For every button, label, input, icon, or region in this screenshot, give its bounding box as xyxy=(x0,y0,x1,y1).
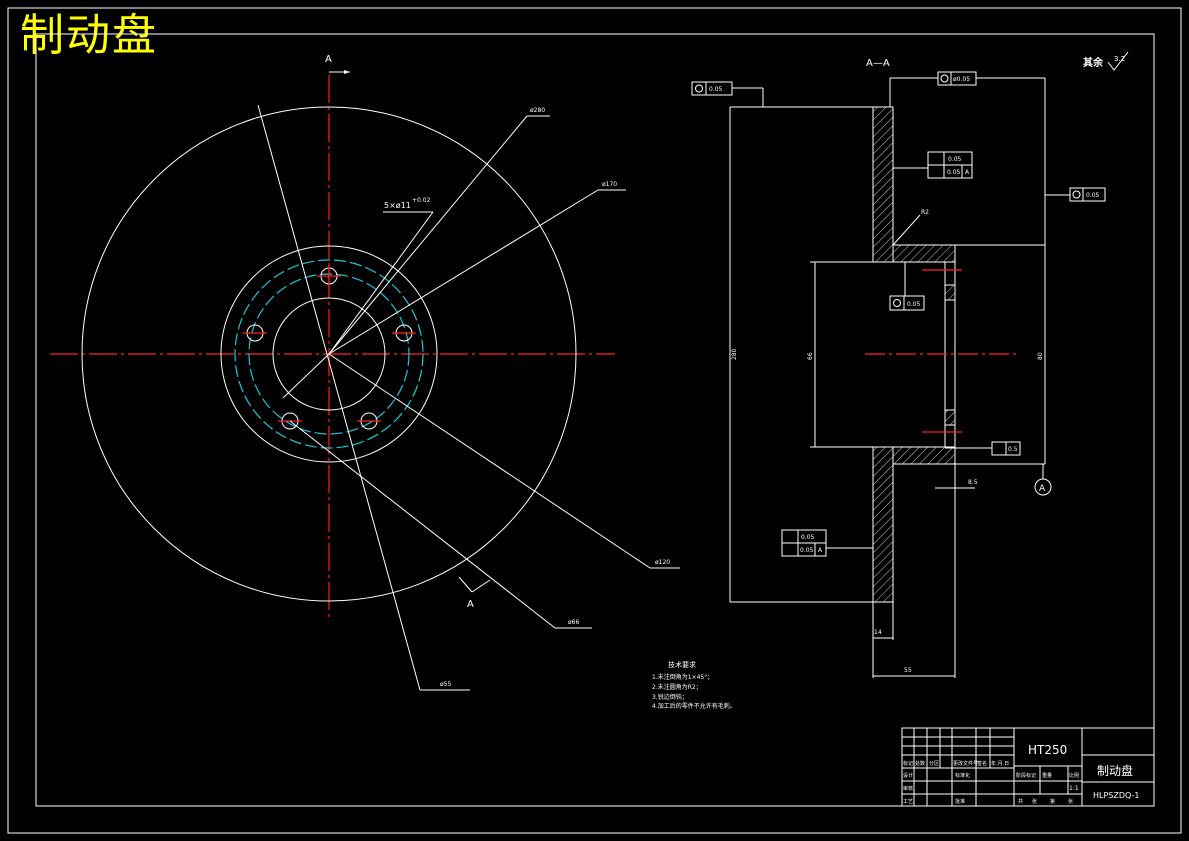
tech-item: 4.加工后的零件不允许有毛刺。 xyxy=(652,702,736,710)
svg-text:分区: 分区 xyxy=(929,760,939,767)
bolt-holes xyxy=(243,264,416,430)
svg-text:ø0.05: ø0.05 xyxy=(953,76,970,83)
dim-thickness: 14 xyxy=(874,629,882,636)
front-view: 5×ø11 +0.02 ø280 ø170 ø120 ø66 ø55 A A xyxy=(50,54,680,691)
drawing-number-label: HLPSZDQ-1 xyxy=(1093,791,1140,800)
svg-text:重量: 重量 xyxy=(1042,772,1052,779)
svg-text:0.05: 0.05 xyxy=(1086,192,1100,199)
svg-text:批准: 批准 xyxy=(955,798,965,805)
diameter-label: ø66 xyxy=(568,619,579,626)
diameter-label: ø170 xyxy=(602,181,617,188)
tech-heading: 技术要求 xyxy=(668,660,696,669)
dim-outer: 280 xyxy=(731,348,738,360)
diameter-label: ø120 xyxy=(655,559,670,566)
svg-text:A: A xyxy=(818,547,823,554)
dim-hub-depth: 8.5 xyxy=(968,479,978,486)
title-block: 标记 处数 分区 更改文件号 签名 年.月.日 设计 审核 工艺 标准化 批准 … xyxy=(901,727,1155,807)
svg-text:共: 共 xyxy=(1018,798,1023,805)
dim-hub-face: 80 xyxy=(1037,352,1044,360)
tech-item: 2.未注圆角为R2； xyxy=(652,683,702,691)
view-marker-bottom: A xyxy=(467,599,474,610)
hole-callout-tolerance: +0.02 xyxy=(412,197,431,204)
svg-text:0.05: 0.05 xyxy=(947,169,961,176)
tech-requirements: 技术要求 1.未注倒角为1×45°； 2.未注圆角为R2； 3.锐边倒钝； 4.… xyxy=(652,660,736,710)
svg-text:0.05: 0.05 xyxy=(907,301,921,308)
diameter-leaders xyxy=(257,104,680,691)
svg-text:第: 第 xyxy=(1050,798,1055,805)
datum-circle xyxy=(1034,478,1052,496)
svg-text:0.5: 0.5 xyxy=(1008,446,1018,453)
svg-text:A: A xyxy=(965,169,970,176)
svg-text:0.05: 0.05 xyxy=(801,534,815,541)
fcf-flatness-right: 0.5 xyxy=(991,441,1021,456)
dim-overall-width: 55 xyxy=(904,667,912,674)
outer-frame xyxy=(7,7,1182,834)
hub-outer-circle xyxy=(220,245,438,463)
svg-text:0.05: 0.05 xyxy=(709,86,723,93)
fcf-circularity-left: 0.05 xyxy=(691,81,733,96)
bolt-circle-outer xyxy=(234,259,424,449)
svg-text:更改文件号: 更改文件号 xyxy=(953,760,978,767)
tech-item: 3.锐边倒钝； xyxy=(652,693,688,701)
view-marker-top: A xyxy=(325,54,332,65)
svg-text:处数: 处数 xyxy=(915,760,925,767)
svg-text:标准化: 标准化 xyxy=(955,772,970,779)
svg-text:工艺: 工艺 xyxy=(903,799,913,805)
svg-text:0.05: 0.05 xyxy=(948,156,962,163)
svg-text:签名: 签名 xyxy=(977,760,987,767)
svg-text:比例: 比例 xyxy=(1069,772,1079,779)
svg-text:张: 张 xyxy=(1068,798,1073,805)
svg-text:0.05: 0.05 xyxy=(800,547,814,554)
outer-disc-circle xyxy=(81,106,577,602)
svg-text:审核: 审核 xyxy=(903,785,913,792)
fcf-circularity-right: 0.05 xyxy=(1069,187,1106,202)
inner-frame xyxy=(35,33,1155,807)
fcf-circularity-mid: 0.05 xyxy=(889,295,925,311)
dim-hub-bore: 66 xyxy=(807,352,814,360)
fcf-position: ø0.05 xyxy=(937,71,977,86)
material-label: HT250 xyxy=(1028,743,1067,757)
svg-text:设计: 设计 xyxy=(903,772,913,779)
fcf-upper-stack: 0.05 0.05 A xyxy=(927,151,973,179)
title-block-scale: 1:1 xyxy=(1069,785,1079,792)
diameter-label: ø280 xyxy=(530,107,545,114)
section-view: A—A xyxy=(691,51,1129,678)
hole-callout: 5×ø11 xyxy=(384,201,411,210)
svg-text:标记: 标记 xyxy=(903,760,913,767)
part-name-label: 制动盘 xyxy=(1097,763,1133,778)
svg-text:年.月.日: 年.月.日 xyxy=(991,760,1009,767)
center-bore-circle xyxy=(272,297,386,411)
tech-item: 1.未注倒角为1×45°； xyxy=(652,673,713,681)
drawing-title: 制动盘 xyxy=(20,10,158,61)
fcf-lower-stack: 0.05 0.05 A xyxy=(781,529,827,557)
roughness-value: 3.2 xyxy=(1114,55,1125,63)
diameter-label: ø55 xyxy=(440,681,451,688)
surface-note: 其余 xyxy=(1083,56,1104,69)
section-label: A—A xyxy=(866,58,890,69)
datum-label: A xyxy=(1039,484,1046,494)
svg-text:张: 张 xyxy=(1032,798,1037,805)
svg-text:阶段标记: 阶段标记 xyxy=(1016,772,1036,779)
chamfer-label: R2 xyxy=(921,209,929,216)
